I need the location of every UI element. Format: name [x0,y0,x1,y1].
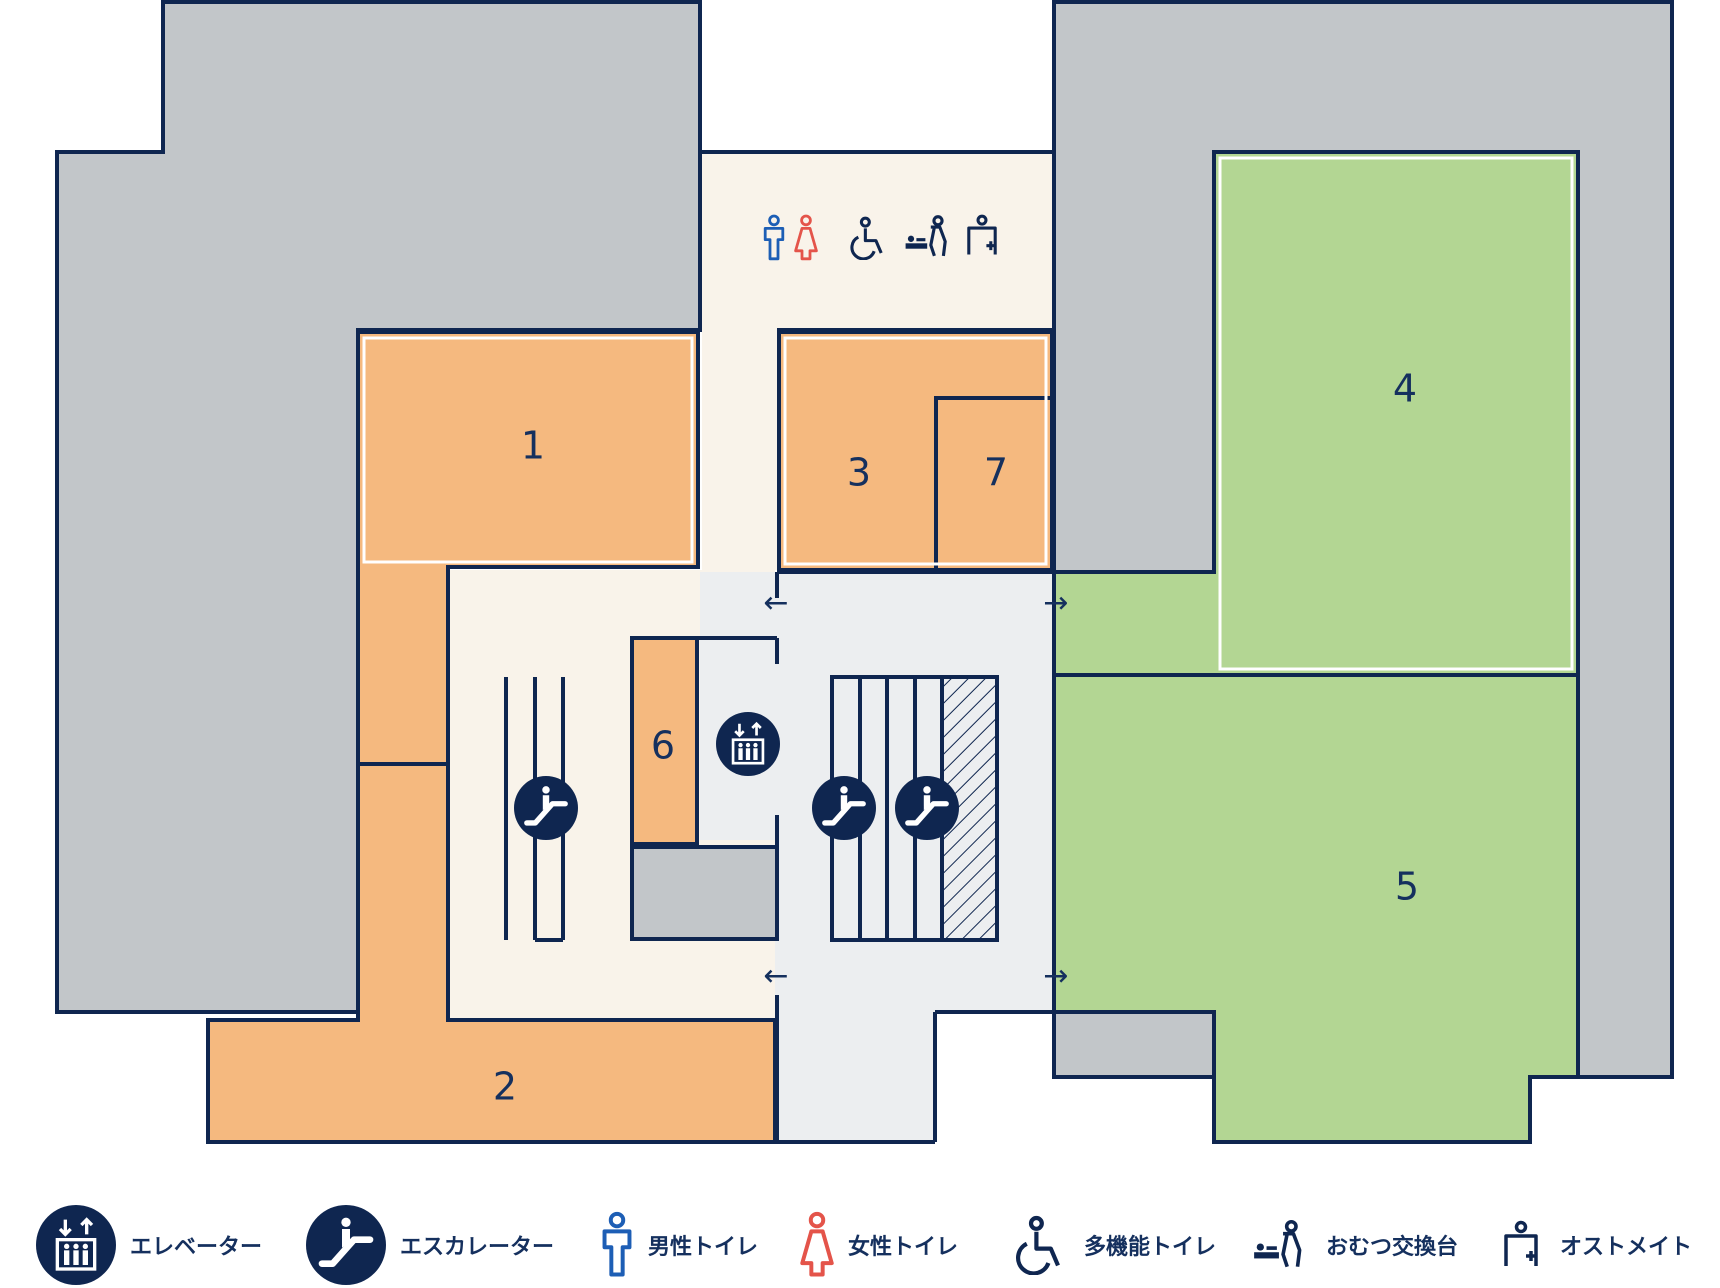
mens-toilet-icon [600,1205,634,1285]
entrance-arrow: → [1043,959,1068,994]
elevator-icon [36,1205,116,1285]
area-label-7: 7 [984,451,1008,495]
area-inner-edges [362,156,1574,671]
walls [358,150,1056,1144]
area-5[interactable] [1052,673,1580,1144]
legend-label: エレベーター [130,1235,263,1260]
legend-item-ostomate: オストメイト [1496,1205,1692,1285]
grey-block-center [630,845,779,941]
area-label-1: 1 [521,424,545,468]
floor-map: 1 2 3 4 5 6 7 ← → ← → [55,0,1674,1144]
legend-item-escalator: エスカレーター [306,1205,554,1285]
legend-item-elevator: エレベーター [36,1205,262,1285]
escalator-icon [306,1205,386,1285]
escalator-icon[interactable] [812,776,876,840]
escalator-icon[interactable] [895,776,959,840]
legend-label: 女性トイレ [848,1235,959,1260]
diaper-changing-icon [1252,1219,1302,1269]
accessible-toilet-icon [1010,1205,1070,1285]
entrance-arrow: → [1043,586,1068,621]
legend-label: エスカレーター [400,1235,555,1260]
grey-block-southeast [1052,1010,1216,1079]
area-label-6: 6 [651,724,675,768]
legend-item-diaper-changing: おむつ交換台 [1250,1205,1458,1285]
area-label-4: 4 [1393,367,1417,411]
area-7[interactable] [934,396,1054,572]
entrance-arrow: ← [763,586,788,621]
ostomate-icon [1504,1220,1538,1268]
legend-item-mens-toilet: 男性トイレ [600,1205,758,1285]
womens-toilet-icon [800,1205,834,1285]
legend-label: オストメイト [1560,1235,1693,1260]
escalator-east[interactable] [830,675,999,942]
legend-item-womens-toilet: 女性トイレ [800,1205,958,1285]
area-label-3: 3 [847,451,871,495]
area-label-2: 2 [493,1065,517,1109]
legend-label: 多機能トイレ [1084,1235,1217,1260]
area-label-5: 5 [1395,865,1419,909]
legend-label: おむつ交換台 [1326,1235,1459,1260]
elevator-icon[interactable] [716,712,780,776]
legend-label: 男性トイレ [648,1235,759,1260]
legend: エレベーター エスカレーター 男性トイレ 女性トイレ 多機能トイレ おむつ交換台… [30,1205,1710,1285]
escalator-icon[interactable] [514,776,578,840]
legend-item-accessible-toilet: 多機能トイレ [1010,1205,1216,1285]
entrance-arrow: ← [763,959,788,994]
